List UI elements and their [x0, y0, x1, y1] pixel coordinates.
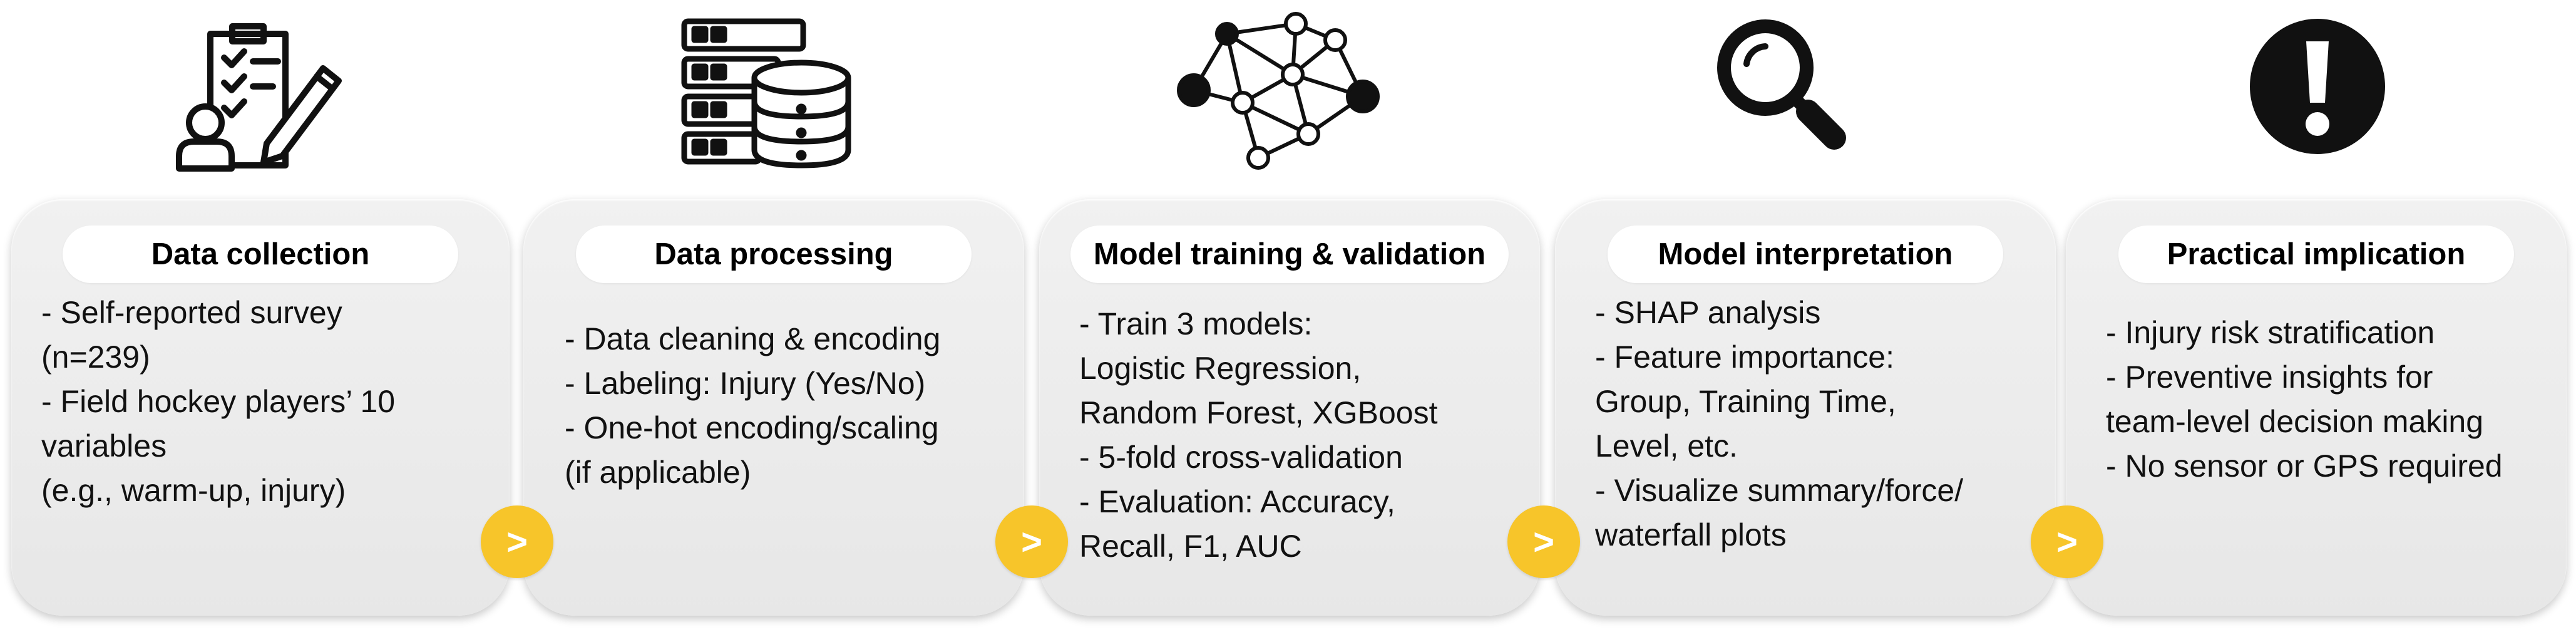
stage-line: waterfall plots — [1595, 517, 1787, 552]
stage-line: - Labeling: Injury (Yes/No) — [565, 366, 926, 401]
stage-title: Model training & validation — [1093, 237, 1486, 271]
stage-line: (n=239) — [41, 339, 150, 375]
stage-line: Recall, F1, AUC — [1079, 529, 1302, 564]
flow-arrow-icon: > — [995, 505, 1068, 578]
flow-arrow-icon: > — [1507, 505, 1580, 578]
neural-network-icon — [1161, 9, 1393, 173]
stage-title-pill: Data processing — [576, 225, 972, 283]
stage-card-model-training: Model training & validation - Train 3 mo… — [1039, 199, 1540, 616]
stage-line: - 5-fold cross-validation — [1079, 440, 1403, 475]
stage-line: Group, Training Time, — [1595, 384, 1896, 419]
flow-arrow-glyph: > — [2056, 521, 2078, 562]
survey-clipboard-icon — [167, 9, 357, 173]
stage-title: Data processing — [654, 237, 893, 271]
stage-line: - Visualize summary/force/ — [1595, 473, 1964, 508]
stage-line: - Train 3 models: — [1079, 306, 1313, 341]
stage-line: - Preventive insights for — [2106, 360, 2433, 395]
stage-description: - SHAP analysis - Feature importance: Gr… — [1595, 291, 1963, 557]
stage-line: - SHAP analysis — [1595, 295, 1821, 330]
stage-line: (e.g., warm-up, injury) — [41, 473, 346, 508]
stage-description: - Injury risk stratification - Preventiv… — [2106, 311, 2503, 489]
stage-line: - Feature importance: — [1595, 339, 1894, 375]
stage-title-pill: Practical implication — [2118, 225, 2514, 283]
exclamation-icon — [2224, 9, 2411, 173]
stage-line: variables — [41, 428, 167, 464]
flow-arrow-icon: > — [481, 505, 553, 578]
stage-line: team-level decision making — [2106, 404, 2484, 439]
stage-card-data-collection: Data collection - Self-reported survey (… — [11, 199, 510, 616]
flow-arrow-glyph: > — [1533, 521, 1554, 562]
stage-line: - Injury risk stratification — [2106, 315, 2435, 350]
stage-title: Model interpretation — [1658, 237, 1953, 271]
stage-title-pill: Data collection — [63, 225, 458, 283]
flow-arrow-icon: > — [2031, 505, 2103, 578]
stage-title: Data collection — [151, 237, 370, 271]
magnifier-icon — [1701, 9, 1852, 173]
stage-line: - Self-reported survey — [41, 295, 342, 330]
stage-card-practical-implication: Practical implication - Injury risk stra… — [2066, 199, 2567, 616]
stage-line: - No sensor or GPS required — [2106, 448, 2503, 484]
stage-description: - Data cleaning & encoding - Labeling: I… — [565, 317, 940, 495]
flow-arrow-glyph: > — [1021, 521, 1042, 562]
stage-line: - One-hot encoding/scaling — [565, 410, 939, 445]
stage-line: - Data cleaning & encoding — [565, 321, 941, 356]
stage-title-pill: Model training & validation — [1070, 225, 1509, 283]
stage-line: Logistic Regression, — [1079, 351, 1362, 386]
stage-line: (if applicable) — [565, 455, 751, 490]
stage-title: Practical implication — [2167, 237, 2466, 271]
stage-description: - Self-reported survey (n=239) - Field h… — [41, 291, 395, 513]
database-server-icon — [673, 9, 861, 173]
stage-line: - Evaluation: Accuracy, — [1079, 484, 1395, 519]
stage-title-pill: Model interpretation — [1608, 225, 2003, 283]
flow-arrow-glyph: > — [506, 521, 528, 562]
stage-description: - Train 3 models: Logistic Regression, R… — [1079, 302, 1437, 569]
stage-line: Level, etc. — [1595, 428, 1738, 464]
stage-card-data-processing: Data processing - Data cleaning & encodi… — [523, 199, 1024, 616]
stage-line: Random Forest, XGBoost — [1079, 395, 1438, 430]
stage-card-model-interpretation: Model interpretation - SHAP analysis - F… — [1555, 199, 2056, 616]
stage-line: - Field hockey players’ 10 — [41, 384, 396, 419]
